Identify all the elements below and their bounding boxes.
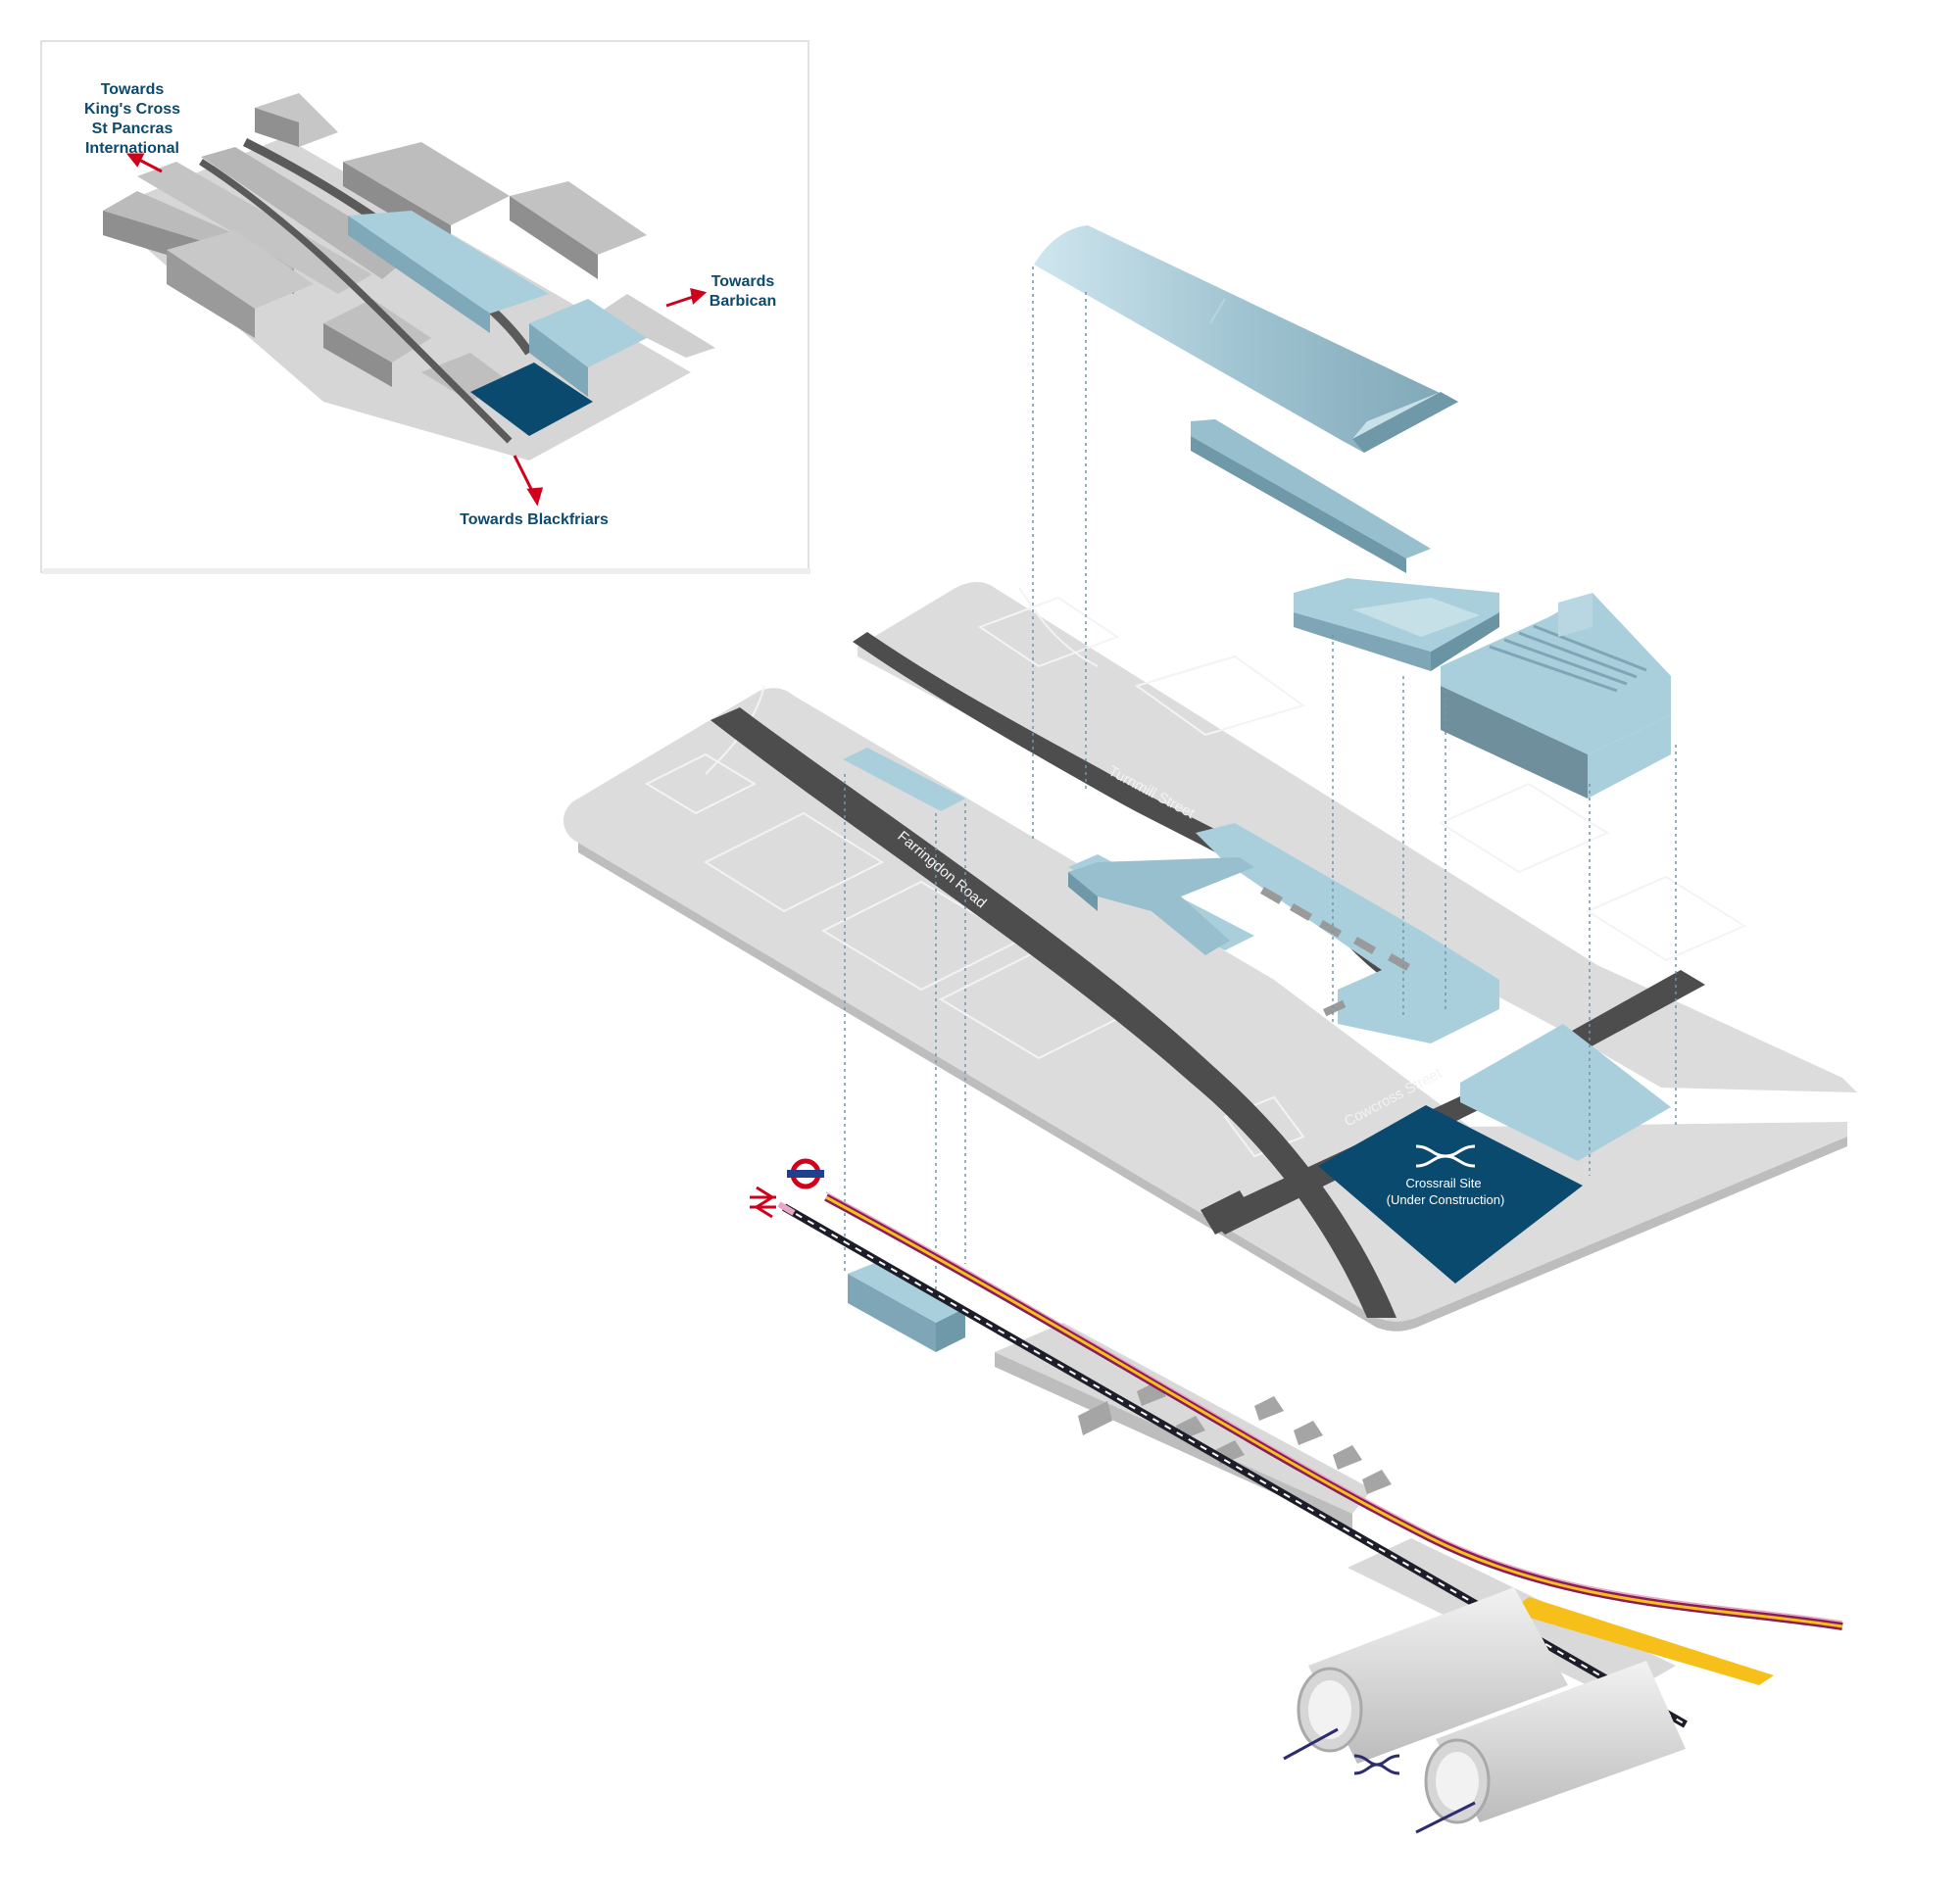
label-towards-blackfriars: Towards Blackfriars [460, 511, 609, 528]
yellow-connector-band [1509, 1597, 1774, 1685]
station-building-block [1441, 593, 1671, 799]
crossrail-site-label-2: (Under Construction) [1387, 1192, 1505, 1207]
crossrail-site [1318, 1105, 1583, 1284]
label-towards-kings-cross-4: International [85, 140, 179, 157]
platform-slab [995, 1323, 1372, 1514]
ground-slab-right [858, 582, 1857, 1092]
label-towards-kings-cross-2: King's Cross [84, 101, 180, 118]
label-towards-barbican-1: Towards [711, 273, 775, 290]
crossrail-tunnel-upper [1283, 1587, 1568, 1764]
farringdon-pad [843, 748, 965, 811]
underground-level [750, 1158, 1843, 1834]
crossrail-tunnel-lower [1415, 1661, 1686, 1834]
national-rail-icon [750, 1186, 776, 1219]
label-towards-barbican-2: Barbican [710, 293, 776, 310]
turnmill-street [853, 632, 1470, 1019]
crossrail-icon [1353, 1754, 1400, 1775]
lower-road [1200, 1190, 1254, 1235]
inset-arrows [125, 153, 708, 507]
station-footprint-b [1196, 823, 1499, 1043]
guide-lines [844, 267, 1677, 1318]
station-ridge-roof [1191, 419, 1431, 558]
exploded-roof [1034, 225, 1499, 671]
inset-station-roof [348, 211, 549, 314]
inset-ground-barbican [598, 294, 715, 358]
station-canopy-roof [1034, 225, 1458, 453]
ticket-box [848, 1262, 965, 1352]
crossrail-site-label-1: Crossrail Site [1405, 1176, 1481, 1190]
label-towards-kings-cross-3: St Pancras [92, 121, 173, 137]
circle-line [825, 1195, 1843, 1628]
crossrail-site-icon [1415, 1144, 1476, 1168]
platform-bars [1260, 887, 1411, 1017]
inset-crossrail-site [470, 363, 593, 436]
station-footprint-c [1460, 1024, 1671, 1161]
inset-buildings [103, 93, 647, 402]
raised-bridge-structure [1068, 857, 1254, 955]
farringdon-road [710, 707, 1396, 1318]
ground-plan: Crossrail Site (Under Construction) Farr… [564, 582, 1857, 1332]
inset-overview: Towards King's Cross St Pancras Internat… [40, 40, 810, 574]
underground-roundel-icon [787, 1158, 824, 1189]
label-towards-kings-cross-1: Towards [101, 81, 165, 98]
inset-station-building [529, 299, 647, 367]
